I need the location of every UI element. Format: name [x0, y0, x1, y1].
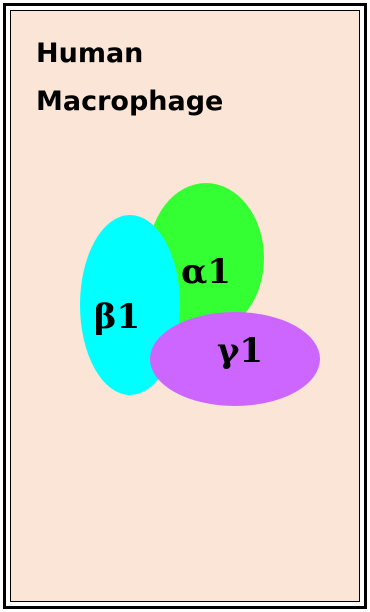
figure-panel-frame	[3, 3, 367, 609]
beta1-label: β1	[94, 297, 140, 337]
cell-type-title: Human Macrophage	[36, 30, 223, 126]
alpha1-label: α1	[181, 252, 231, 292]
cell-type-title-line2: Macrophage	[36, 86, 224, 117]
gamma1-label: γ1	[217, 331, 263, 371]
cell-type-title-line1: Human	[36, 38, 144, 69]
gamma1-subunit	[150, 312, 320, 406]
